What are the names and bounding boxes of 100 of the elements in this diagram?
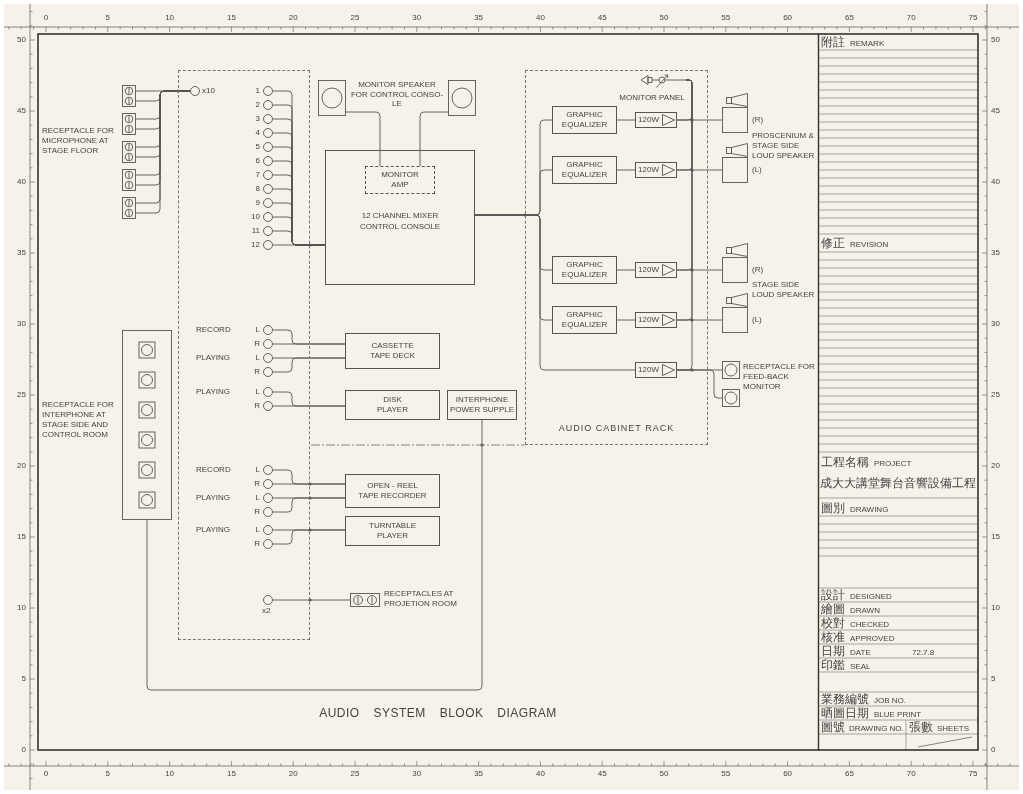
ruler-number: 0 xyxy=(42,769,50,779)
jack-symbol xyxy=(263,240,273,250)
power-supply-box: INTERPHONE POWER SUPPLE xyxy=(447,390,517,420)
amplifier-box xyxy=(635,362,677,378)
jack-label: 1 xyxy=(254,86,260,96)
caption-text: RECEPTACLE FOR FEED-BACK MONITOR xyxy=(743,362,816,392)
title-block-label: APPROVED xyxy=(850,634,895,644)
amplifier-box xyxy=(635,262,677,278)
jack-label: x10 xyxy=(202,86,215,96)
jack-symbol xyxy=(263,128,273,138)
ruler-number: 45 xyxy=(596,769,608,779)
jack-label: L xyxy=(254,353,260,363)
amplifier-box xyxy=(635,112,677,128)
wire xyxy=(676,79,693,371)
ruler-number: 50 xyxy=(16,35,26,45)
receptacle-symbol xyxy=(722,389,740,407)
ruler-number: 75 xyxy=(967,769,979,779)
duplex-receptacle xyxy=(122,169,136,191)
ruler-number: 30 xyxy=(991,319,1001,329)
amplifier-box xyxy=(635,162,677,178)
wire xyxy=(272,529,346,545)
jack-label: 2 xyxy=(254,100,260,110)
jack-label: 12 xyxy=(250,240,260,250)
jack-group-label: RECORD xyxy=(196,465,231,475)
wire xyxy=(272,357,346,373)
title-block-label: 工程名稱 xyxy=(821,456,869,469)
jack-label: x2 xyxy=(262,606,271,616)
jack-label: 11 xyxy=(250,226,260,236)
jack-symbol xyxy=(263,142,273,152)
ruler-number: 25 xyxy=(349,13,361,23)
ruler-number: 55 xyxy=(720,769,732,779)
jack-symbol xyxy=(263,212,273,222)
power-rating: 120W xyxy=(637,365,660,375)
jack-symbol xyxy=(263,401,273,411)
jack-label: 4 xyxy=(254,128,260,138)
jack-symbol xyxy=(263,479,273,489)
title-block-label: BLUE PRINT xyxy=(874,710,922,720)
title-block-label: DRAWING xyxy=(850,505,889,515)
jack-label: 8 xyxy=(254,184,260,194)
ruler-number: 20 xyxy=(991,461,1001,471)
jack-symbol xyxy=(263,198,273,208)
power-rating: 120W xyxy=(637,265,660,275)
title-block-label: 印鑑 xyxy=(821,659,845,672)
loudspeaker-symbol xyxy=(722,293,748,333)
equipment-box: TURNTABLE PLAYER xyxy=(345,516,440,546)
channel-label: (L) xyxy=(752,165,762,175)
ruler-number: 35 xyxy=(16,248,26,258)
power-rating: 120W xyxy=(637,115,660,125)
caption-text: RECEPTACLE FOR MICROPHONE AT STAGE FLOOR xyxy=(42,126,115,156)
jack-group-label: PLAYING xyxy=(196,353,231,363)
ruler-number: 20 xyxy=(287,769,299,779)
ruler-number: 15 xyxy=(225,13,237,23)
title-block-label: 張數 xyxy=(909,721,933,734)
wire xyxy=(616,269,636,271)
ruler-number: 75 xyxy=(967,13,979,23)
rack-enclosure xyxy=(525,70,708,445)
jack-symbol xyxy=(263,367,273,377)
jack-label: L xyxy=(254,387,260,397)
ruler-number: 15 xyxy=(225,769,237,779)
jack-label: 5 xyxy=(254,142,260,152)
jack-symbol xyxy=(263,387,273,397)
ruler-number: 25 xyxy=(16,390,26,400)
jack-label: R xyxy=(253,539,260,549)
ruler-number: 60 xyxy=(782,769,794,779)
jack-symbol xyxy=(263,525,273,535)
duplex-receptacle xyxy=(122,141,136,163)
equalizer-box: GRAPHIC EQUALIZER xyxy=(552,306,617,334)
monitor-speaker-symbol xyxy=(448,80,476,116)
amplifier-box: MONITOR AMP xyxy=(365,166,435,194)
jack-label: L xyxy=(254,325,260,335)
jack-label: R xyxy=(253,479,260,489)
jack-symbol xyxy=(263,226,273,236)
ruler-number: 40 xyxy=(534,769,546,779)
title-block-label: 附註 xyxy=(821,36,845,49)
jack-symbol xyxy=(263,86,273,96)
duplex-receptacle xyxy=(122,85,136,107)
equalizer-box: GRAPHIC EQUALIZER xyxy=(552,256,617,284)
ruler-number: 65 xyxy=(843,13,855,23)
title-block-label: DRAWING NO. xyxy=(849,724,904,734)
ruler-number: 30 xyxy=(411,13,423,23)
jack-label: L xyxy=(254,525,260,535)
title-block-label: DRAWN xyxy=(850,606,880,616)
duplex-receptacle xyxy=(350,593,380,607)
mixer-console-box xyxy=(325,150,475,285)
jack-label: L xyxy=(254,493,260,503)
title-block-label: CHECKED xyxy=(850,620,890,630)
jack-group-label: PLAYING xyxy=(196,493,231,503)
loudspeaker-symbol xyxy=(722,93,748,133)
equipment-box: CASSETTE TAPE DECK xyxy=(345,333,440,369)
ruler-number: 45 xyxy=(991,106,1001,116)
wire xyxy=(272,483,346,485)
drawing-title: AUDIO SYSTEM BLOOK DIAGRAM xyxy=(318,706,558,721)
ruler-number: 60 xyxy=(782,13,794,23)
wire xyxy=(474,214,636,371)
dashed-enclosure xyxy=(178,70,310,640)
ruler-number: 40 xyxy=(16,177,26,187)
channel-label: (R) xyxy=(752,265,764,275)
title-block-label: 校對 xyxy=(821,617,845,630)
wire xyxy=(616,169,636,171)
title-block-label: SHEETS xyxy=(937,724,969,734)
